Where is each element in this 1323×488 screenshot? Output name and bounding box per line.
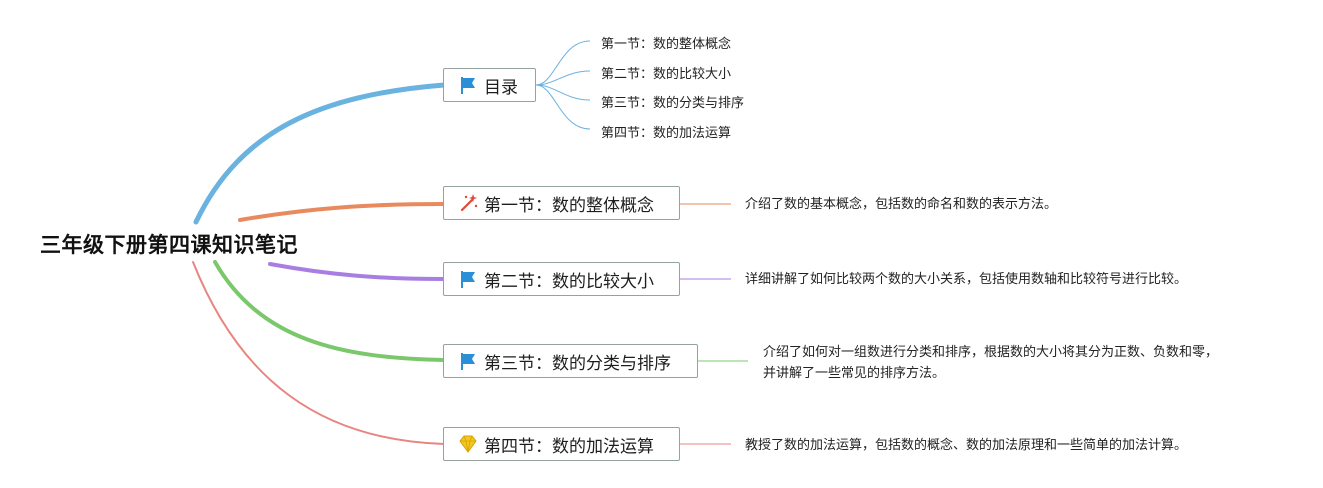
- toc-child-connector-1: [535, 40, 591, 86]
- branch-connector-toc: [193, 82, 447, 225]
- note-section-3: 介绍了如何对一组数进行分类和排序，根据数的大小将其分为正数、负数和零， 并讲解了…: [763, 342, 1218, 384]
- central-topic[interactable]: 三年级下册第四课知识笔记: [40, 233, 298, 257]
- note-section-2: 详细讲解了如何比较两个数的大小关系，包括使用数轴和比较符号进行比较。: [745, 269, 1187, 290]
- branch-connector-section3: [213, 260, 446, 362]
- branch-connector-section4: [192, 261, 445, 445]
- note-section-1: 介绍了数的基本概念，包括数的命名和数的表示方法。: [745, 194, 1057, 215]
- branch-connector-section1: [238, 202, 446, 222]
- toc-item-3[interactable]: 第三节：数的分类与排序: [601, 96, 745, 111]
- branch-label: 目录: [484, 77, 518, 98]
- flag-icon: [458, 269, 478, 289]
- branch-label: 第四节：数的加法运算: [484, 436, 654, 457]
- branch-label: 第一节：数的整体概念: [484, 195, 654, 216]
- toc-child-connector-4: [535, 84, 591, 130]
- diamond-icon: [458, 434, 478, 454]
- note-line: 介绍了如何对一组数进行分类和排序，根据数的大小将其分为正数、负数和零，: [763, 345, 1219, 360]
- note-line: 并讲解了一些常见的排序方法。: [763, 366, 946, 381]
- branch-section-3[interactable]: 第三节：数的分类与排序: [443, 344, 698, 378]
- toc-child-connector-2: [535, 70, 591, 86]
- flag-icon: [458, 75, 478, 95]
- note-line: 介绍了数的基本概念，包括数的命名和数的表示方法。: [745, 197, 1058, 212]
- branch-connector-section2: [268, 262, 446, 281]
- branch-section-2[interactable]: 第二节：数的比较大小: [443, 262, 680, 296]
- branch-toc[interactable]: 目录: [443, 68, 536, 102]
- magic-wand-icon: [458, 193, 478, 213]
- branch-label: 第二节：数的比较大小: [484, 271, 654, 292]
- branch-label: 第三节：数的分类与排序: [484, 353, 671, 374]
- toc-item-2[interactable]: 第二节：数的比较大小: [601, 67, 732, 82]
- branch-section-1[interactable]: 第一节：数的整体概念: [443, 186, 680, 220]
- flag-icon: [458, 351, 478, 371]
- toc-item-1[interactable]: 第一节：数的整体概念: [601, 37, 732, 52]
- note-line: 教授了数的加法运算，包括数的概念、数的加法原理和一些简单的加法计算。: [745, 438, 1188, 453]
- toc-child-connector-3: [535, 84, 591, 101]
- branch-section-4[interactable]: 第四节：数的加法运算: [443, 427, 680, 461]
- toc-item-4[interactable]: 第四节：数的加法运算: [601, 126, 732, 141]
- note-section-4: 教授了数的加法运算，包括数的概念、数的加法原理和一些简单的加法计算。: [745, 435, 1187, 456]
- note-line: 详细讲解了如何比较两个数的大小关系，包括使用数轴和比较符号进行比较。: [745, 272, 1188, 287]
